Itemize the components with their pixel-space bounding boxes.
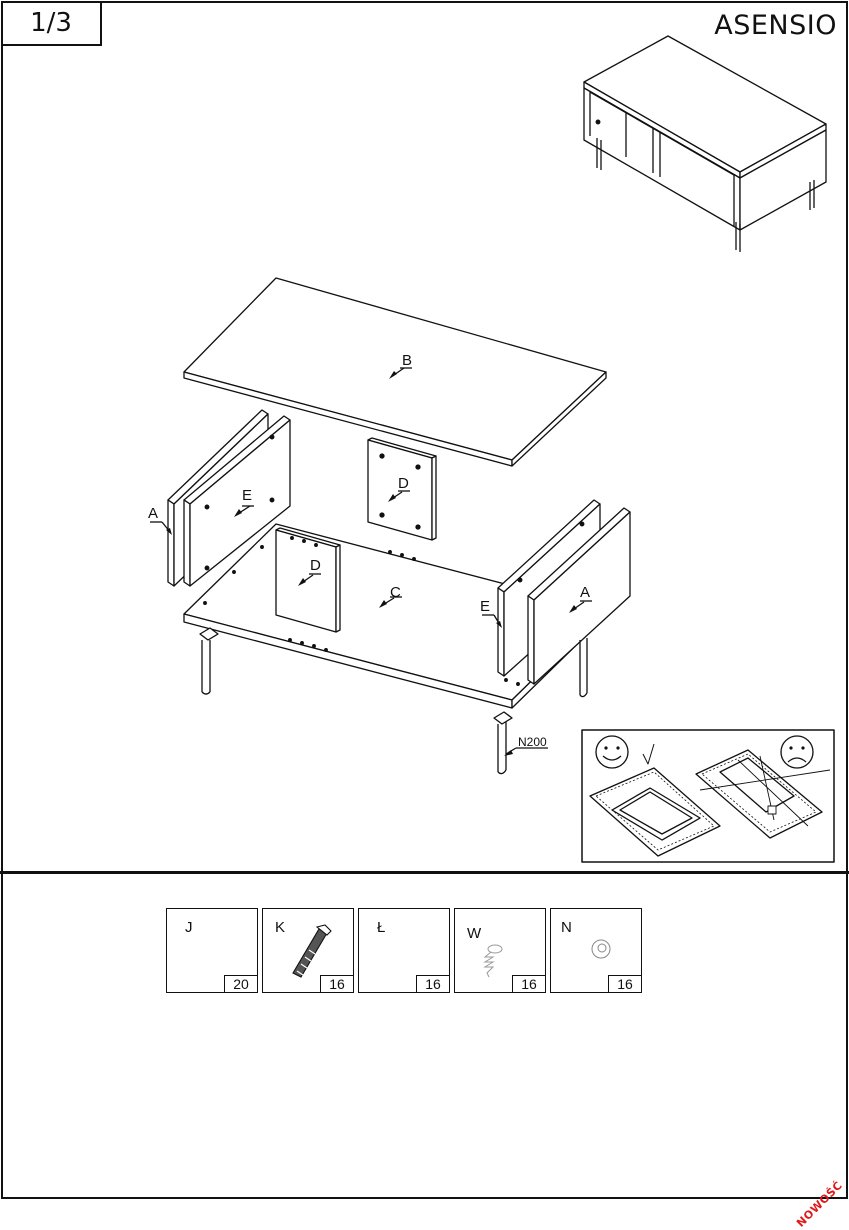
hardware-quantity: 16: [608, 975, 642, 993]
hardware-item-k: K 16: [262, 908, 354, 993]
rug-good-icon: [589, 767, 721, 857]
work-surface-advice: [581, 729, 835, 863]
label-leg-code: N200: [518, 735, 547, 749]
label-e-right: E: [480, 598, 490, 615]
label-c: C: [390, 584, 401, 601]
assembled-table-preview: [583, 35, 827, 252]
hardware-list: J 20 K 16 Ł 16 W 16: [166, 908, 642, 993]
leg-front-left: [199, 627, 219, 695]
assembly-diagram: B E A D D C E A N200: [148, 35, 835, 863]
hardware-quantity: 16: [320, 975, 354, 993]
panel-d-front: [275, 527, 341, 633]
check-icon: [642, 743, 655, 765]
hardware-item-j: J 20: [166, 908, 258, 993]
cam-bolt-icon: [292, 924, 332, 978]
hardware-quantity: 16: [416, 975, 450, 993]
floor-bad-icon: [695, 749, 831, 839]
hardware-quantity: 16: [512, 975, 546, 993]
hardware-letter: Ł: [377, 919, 386, 936]
product-name: ASENSIO: [714, 10, 837, 41]
page-indicator: 1/3: [2, 2, 102, 46]
leg-back-right: [579, 638, 588, 698]
label-e-left: E: [242, 487, 252, 504]
label-b: B: [402, 352, 412, 369]
hardware-letter: K: [275, 919, 286, 936]
panel-e-left: [183, 415, 291, 587]
label-d-front: D: [310, 557, 321, 574]
label-a-right: A: [580, 584, 590, 601]
label-a-left: A: [148, 505, 158, 522]
hardware-item-l: Ł 16: [358, 908, 450, 993]
panel-b-top: [183, 277, 607, 467]
hardware-item-w: W 16: [454, 908, 546, 993]
leg-front-right: [493, 711, 548, 775]
hardware-item-n: N 16: [550, 908, 642, 993]
cap-icon: [591, 939, 611, 959]
panel-d-back: [367, 437, 437, 541]
panel-a-right: [527, 507, 631, 685]
hardware-panel-frame: [1, 872, 848, 1199]
panel-divider: [0, 871, 849, 874]
happy-face-icon: [595, 735, 629, 769]
hardware-letter: J: [185, 919, 193, 936]
screw-icon: [483, 944, 503, 978]
hardware-letter: N: [561, 919, 572, 936]
hardware-letter: W: [467, 925, 482, 942]
label-d-back: D: [398, 475, 409, 492]
sad-face-icon: [780, 735, 814, 769]
hardware-quantity: 20: [224, 975, 258, 993]
